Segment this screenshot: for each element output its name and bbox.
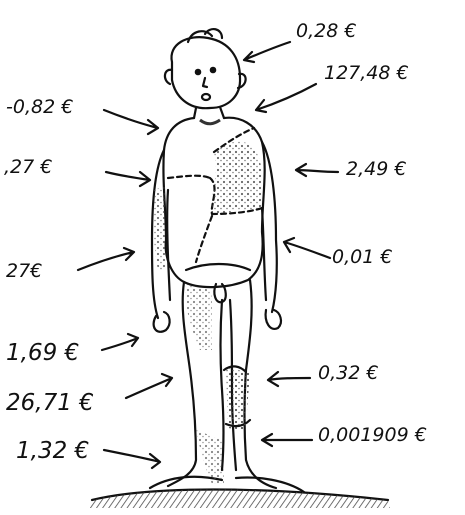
price-label-left-hip: 27€ xyxy=(6,262,42,281)
price-label-right-hand: 0,01 € xyxy=(332,248,392,267)
head-outline xyxy=(171,37,240,108)
price-label-left-shoulder: -0,82 € xyxy=(6,98,73,117)
price-label-right-shin: 0,32 € xyxy=(318,364,378,383)
price-label-left-shin: 26,71 € xyxy=(6,392,94,415)
price-label-right-chest: 2,49 € xyxy=(346,160,406,179)
price-label-left-foot: 1,32 € xyxy=(16,440,89,463)
price-label-neck: 127,48 € xyxy=(324,64,409,83)
price-label-right-ankle: 0,001909 € xyxy=(318,426,427,445)
price-label-head: 0,28 € xyxy=(296,22,356,41)
price-label-left-knee: 1,69 € xyxy=(6,342,79,365)
price-label-left-arm: ,27 € xyxy=(4,158,52,177)
